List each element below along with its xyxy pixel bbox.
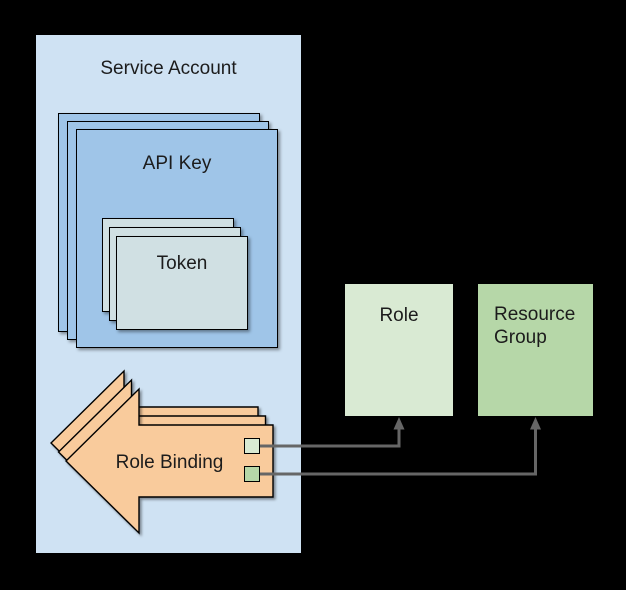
service-account-label: Service Account <box>100 58 237 79</box>
resource-group-box: Resource Group <box>478 284 593 416</box>
token-layer-front <box>116 236 248 330</box>
resource-group-ref-square <box>244 466 260 482</box>
role-label: Role <box>379 305 419 326</box>
connector-resource-group-arrowhead-icon <box>530 417 541 430</box>
connector-resource-group-line <box>260 428 537 476</box>
role-binding-label: Role Binding <box>115 452 224 473</box>
token-label: Token <box>156 253 208 274</box>
api-key-label: API Key <box>142 153 212 174</box>
role-box: Role <box>345 284 453 416</box>
connector-role-arrowhead-icon <box>393 417 405 430</box>
resource-group-label: Resource Group <box>494 304 576 348</box>
role-ref-square <box>244 438 260 454</box>
